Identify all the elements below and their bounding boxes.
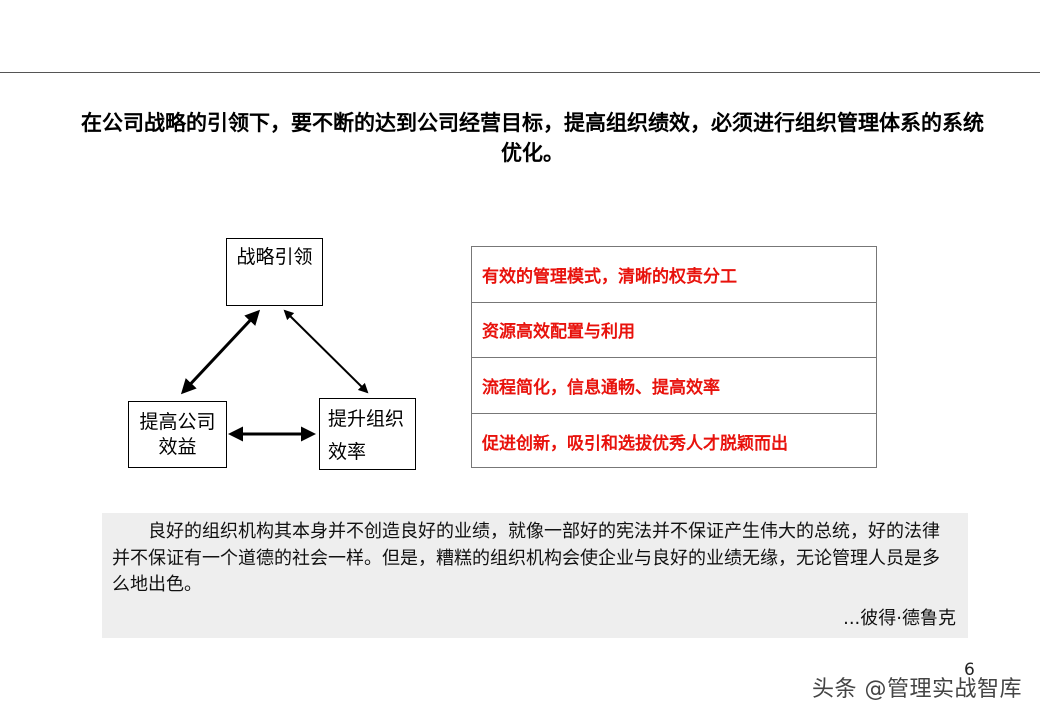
- node-strategy: 战略引领: [226, 238, 323, 306]
- quote-text: 良好的组织机构其本身并不创造良好的业绩，就像一部好的宪法并不保证产生伟大的总统，…: [112, 521, 940, 595]
- header-divider: [0, 72, 1040, 73]
- requirements-table: 有效的管理模式，清晰的权责分工 资源高效配置与利用 流程简化，信息通畅、提高效率…: [471, 246, 877, 468]
- node-efficiency: 提升组织效率: [319, 398, 416, 470]
- page-headline: 在公司战略的引领下，要不断的达到公司经营目标，提高组织绩效，必须进行组织管理体系…: [81, 111, 984, 165]
- arrow-strategy-benefit: [180, 309, 261, 395]
- node-benefit: 提高公司效益: [128, 401, 227, 468]
- quote-box: 良好的组织机构其本身并不创造良好的业绩，就像一部好的宪法并不保证产生伟大的总统，…: [102, 513, 968, 638]
- page-number: 6: [964, 660, 975, 680]
- requirement-row: 资源高效配置与利用: [472, 303, 876, 358]
- quote-attribution: ...彼得·德鲁克: [843, 608, 956, 629]
- arrow-strategy-efficiency: [283, 309, 369, 394]
- requirement-row: 促进创新，吸引和选拔优秀人才脱颖而出: [482, 433, 788, 454]
- requirement-row: 流程简化，信息通畅、提高效率: [472, 358, 876, 414]
- watermark: 头条 @管理实战智库: [812, 677, 1022, 702]
- requirement-row: 有效的管理模式，清晰的权责分工: [472, 247, 876, 303]
